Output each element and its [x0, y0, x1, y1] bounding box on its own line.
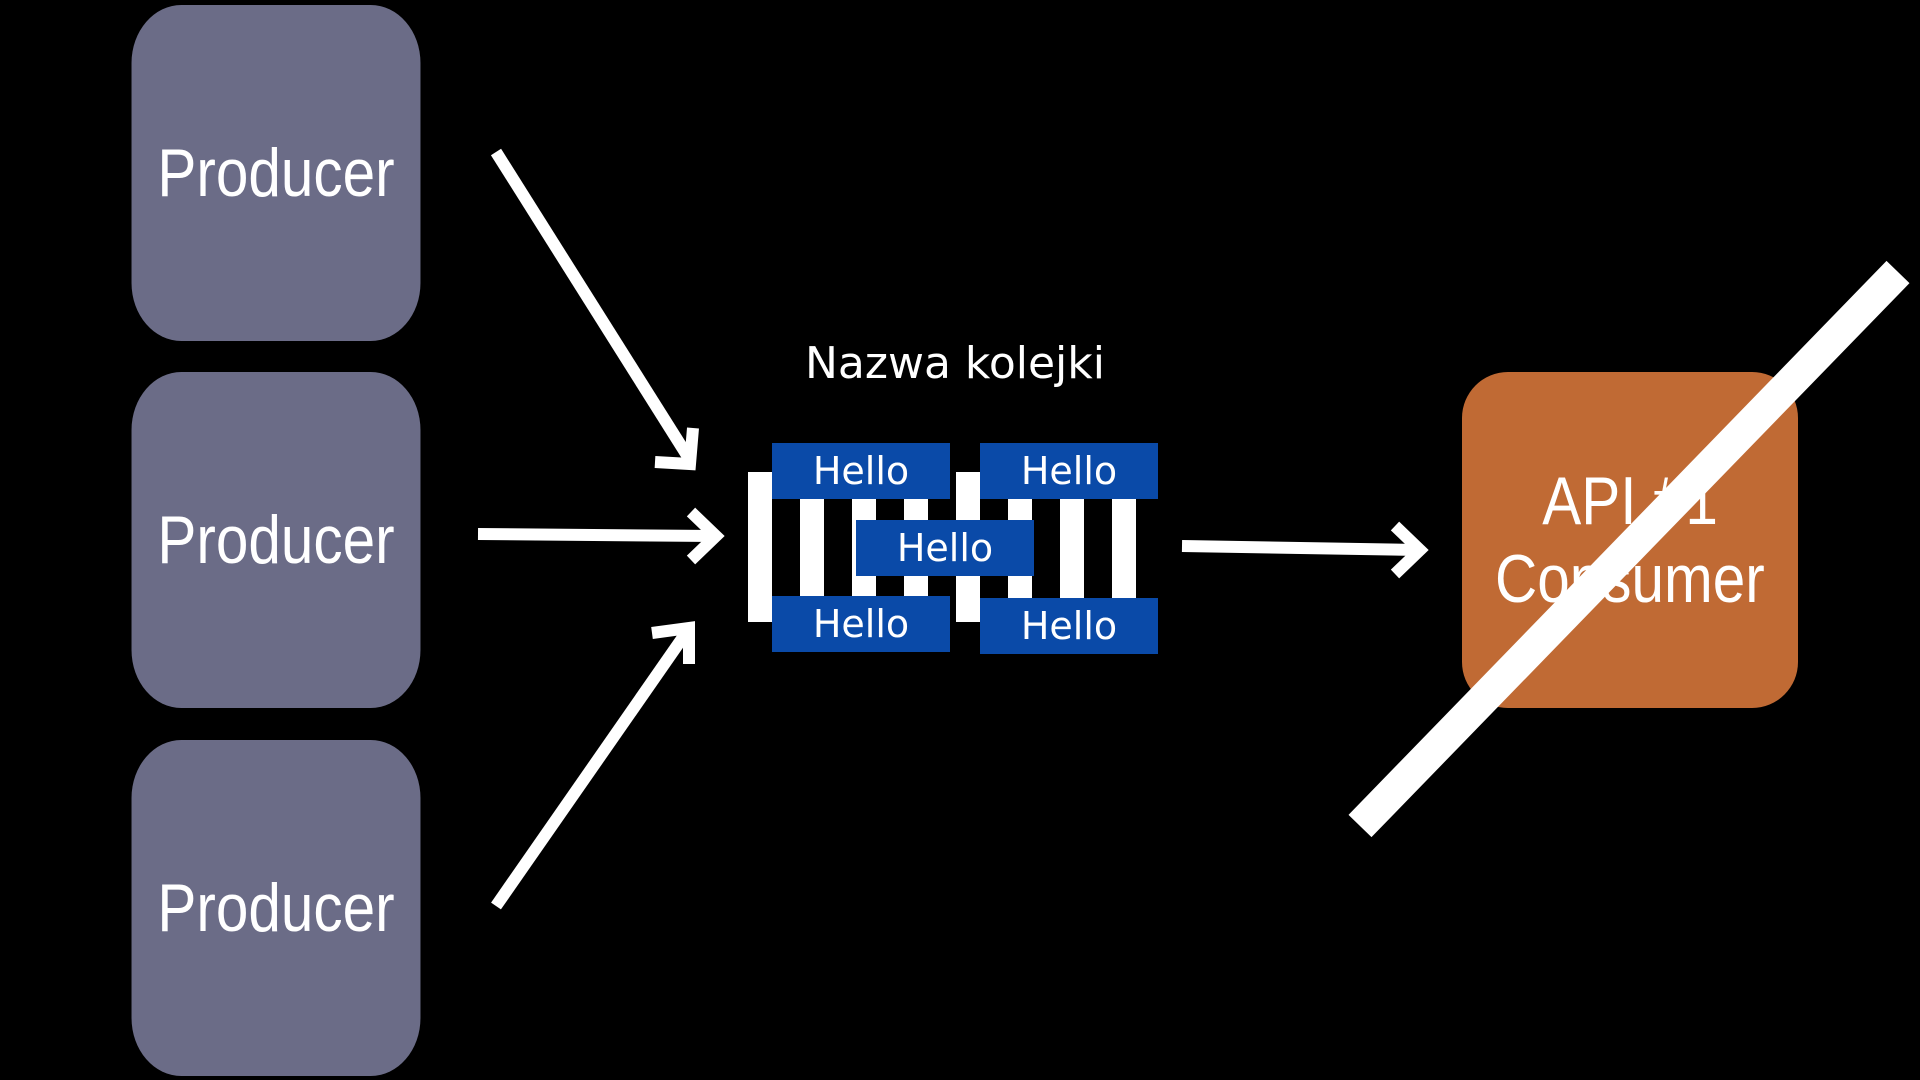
queue-name-label: Nazwa kolejki	[805, 338, 1105, 389]
queue-message: Hello	[772, 443, 950, 499]
arrow-line	[1181, 540, 1421, 556]
arrow-line	[490, 148, 696, 464]
producer-box-1: Producer	[131, 5, 421, 341]
queue-message: Hello	[980, 598, 1158, 654]
queue-message: Hello	[772, 596, 950, 652]
producer-box-2: Producer	[131, 372, 421, 708]
arrow-group	[477, 148, 1429, 910]
arrowhead-icon	[651, 621, 695, 664]
arrowhead-icon	[1390, 521, 1429, 579]
arrowhead-icon	[654, 427, 699, 471]
arrow-line	[477, 528, 716, 542]
producer-box-3: Producer	[131, 740, 421, 1076]
arrow-line	[491, 626, 693, 910]
cross-out-mark	[1348, 260, 1910, 838]
queue-message: Hello	[856, 520, 1034, 576]
queue-slot	[748, 472, 772, 622]
queue-message: Hello	[980, 443, 1158, 499]
producer-label-2: Producer	[157, 502, 395, 578]
producer-label-3: Producer	[157, 870, 395, 946]
producer-label-1: Producer	[157, 135, 395, 211]
arrowhead-icon	[686, 507, 725, 565]
